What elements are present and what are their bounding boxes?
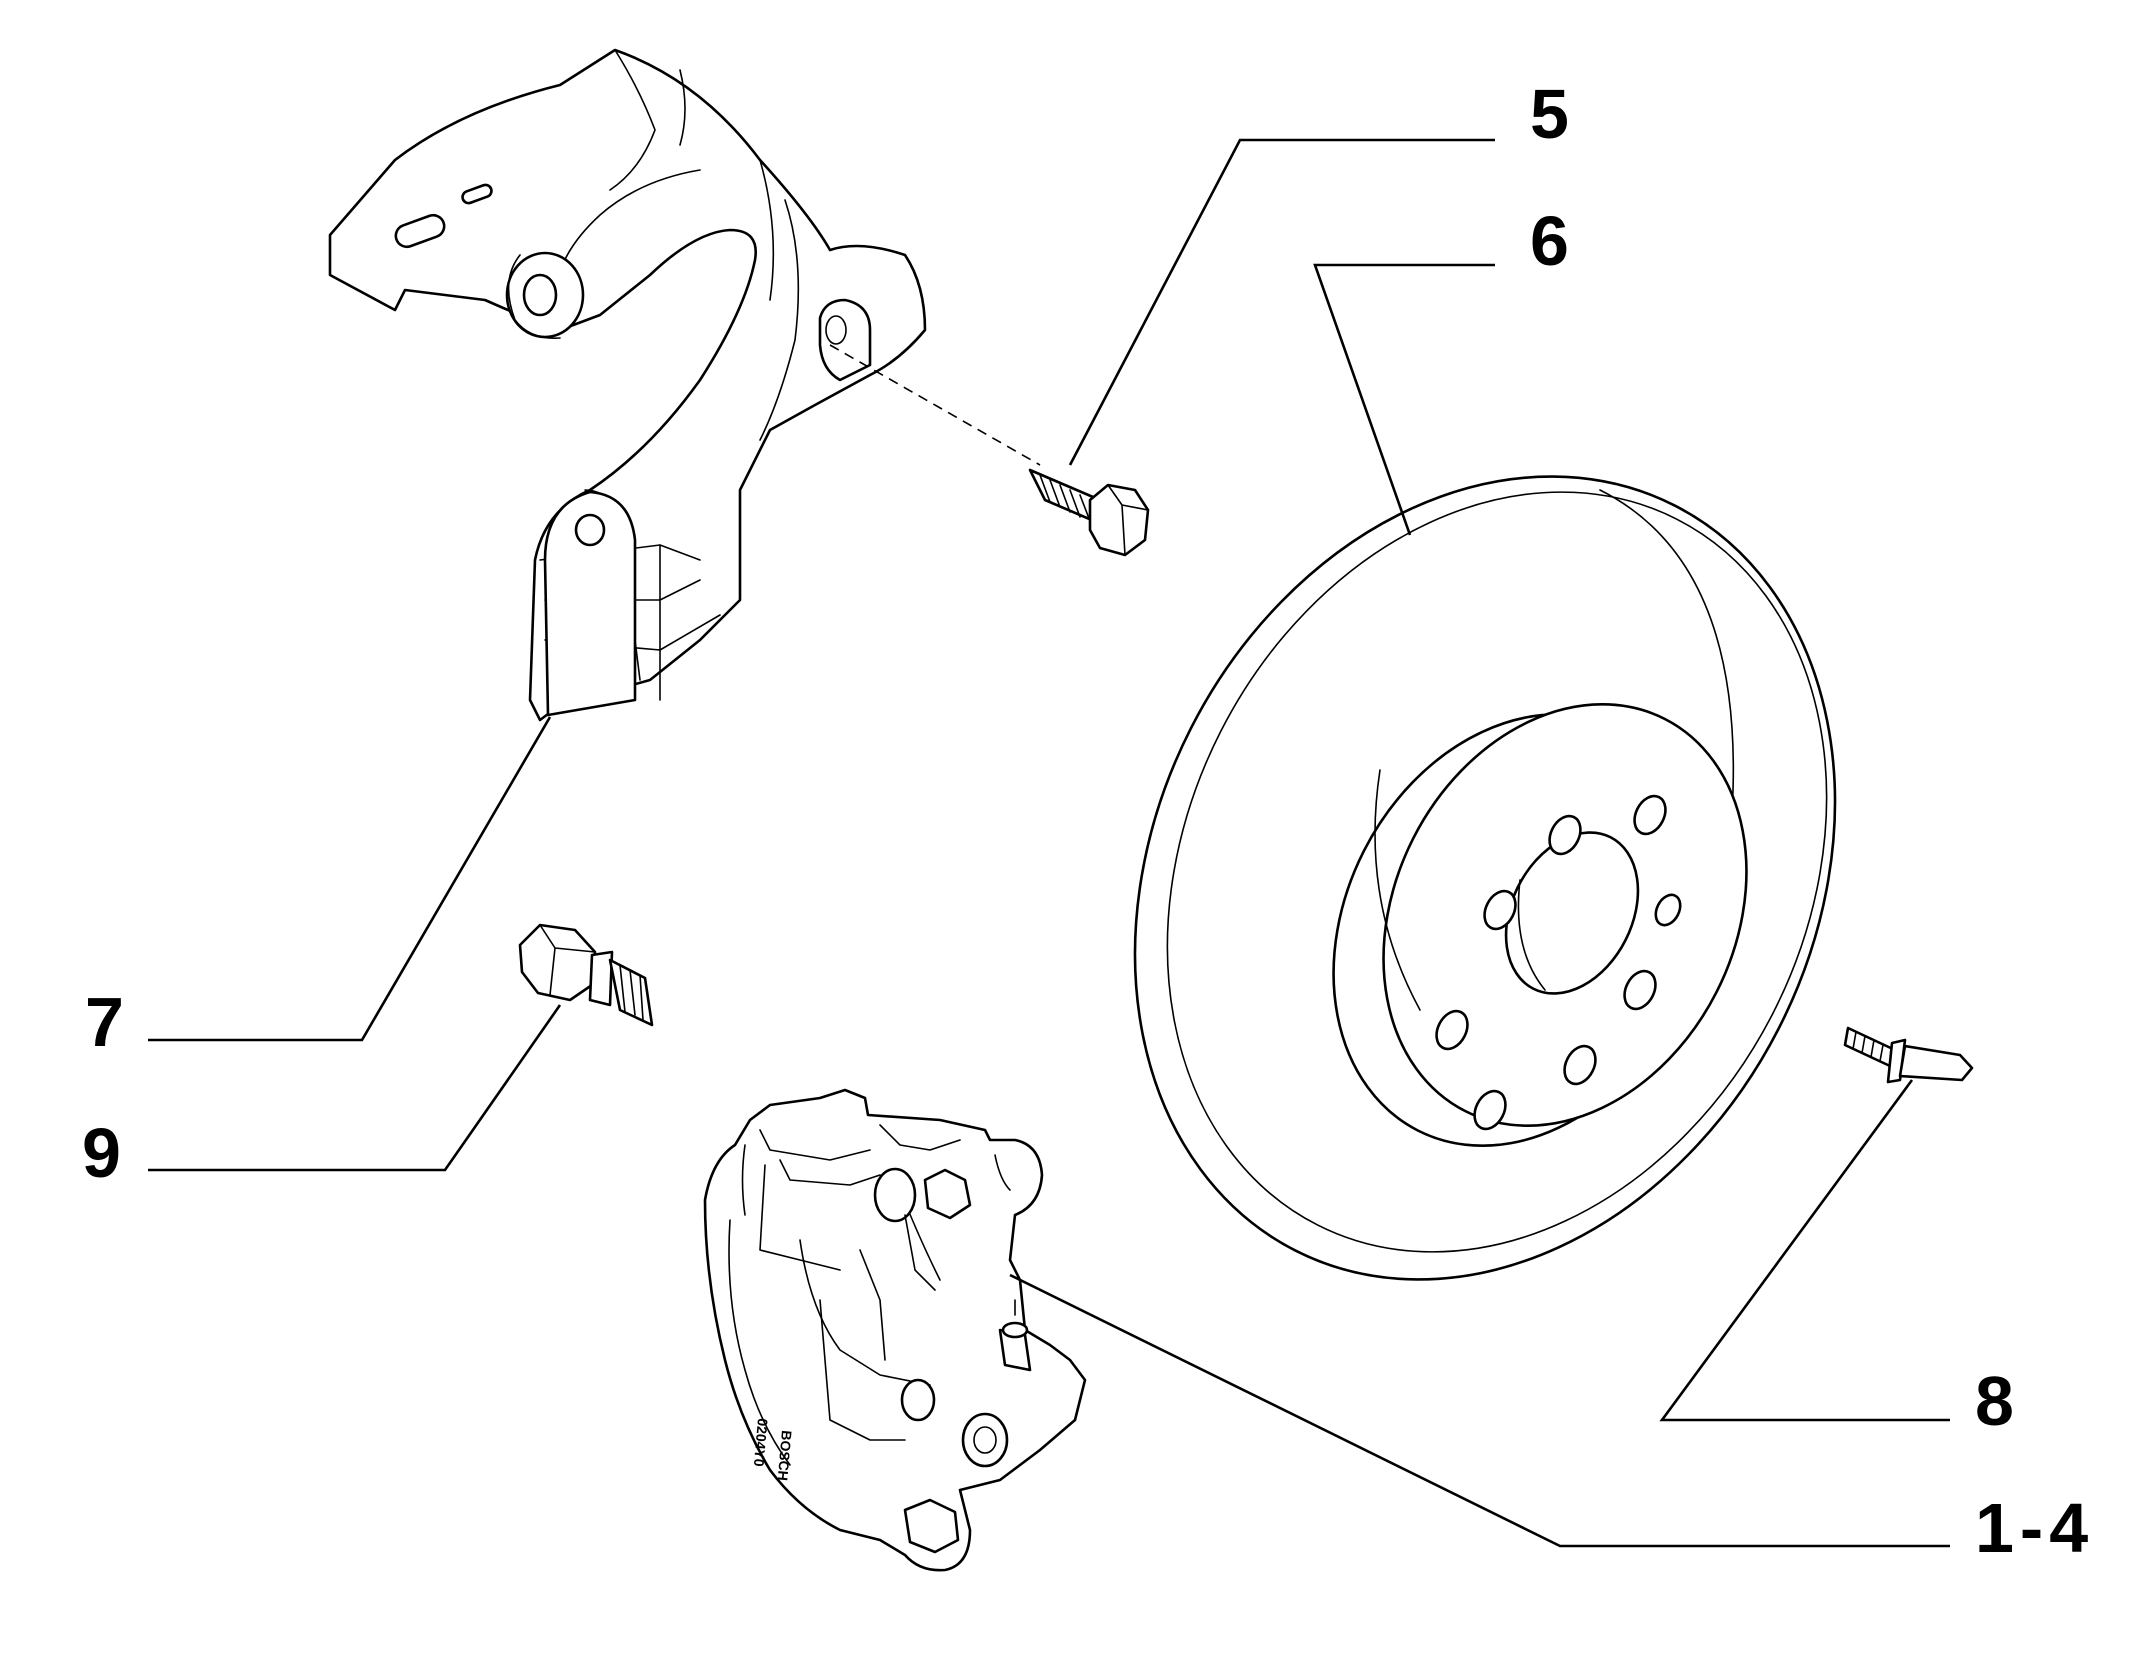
bolt-part-9 — [518, 923, 654, 1027]
callout-6: 6 — [1530, 202, 1569, 280]
leader-line-1-4 — [1009, 1273, 1950, 1548]
leader-line-9 — [148, 1004, 562, 1172]
callout-5: 5 — [1530, 75, 1569, 153]
caliper-brand-text: BOSCH — [775, 1430, 795, 1482]
leader-line-8 — [1659, 1079, 1950, 1422]
callout-7: 7 — [85, 983, 124, 1061]
leader-line-7 — [148, 716, 552, 1042]
backing-plate — [328, 48, 927, 722]
brake-disc — [1133, 475, 1837, 1281]
bolt-part-5 — [829, 344, 1150, 557]
callout-8: 8 — [1975, 1362, 2014, 1440]
callout-9: 9 — [82, 1114, 121, 1192]
screw-part-8 — [1843, 1026, 1974, 1084]
caliper-code-text: 0204Y0 — [751, 1418, 771, 1468]
callout-1-4: 1-4 — [1975, 1489, 2094, 1567]
brake-caliper: BOSCH 0204Y0 — [703, 1088, 1087, 1572]
leader-line-5 — [1068, 138, 1495, 466]
leader-line-6 — [1313, 263, 1495, 536]
